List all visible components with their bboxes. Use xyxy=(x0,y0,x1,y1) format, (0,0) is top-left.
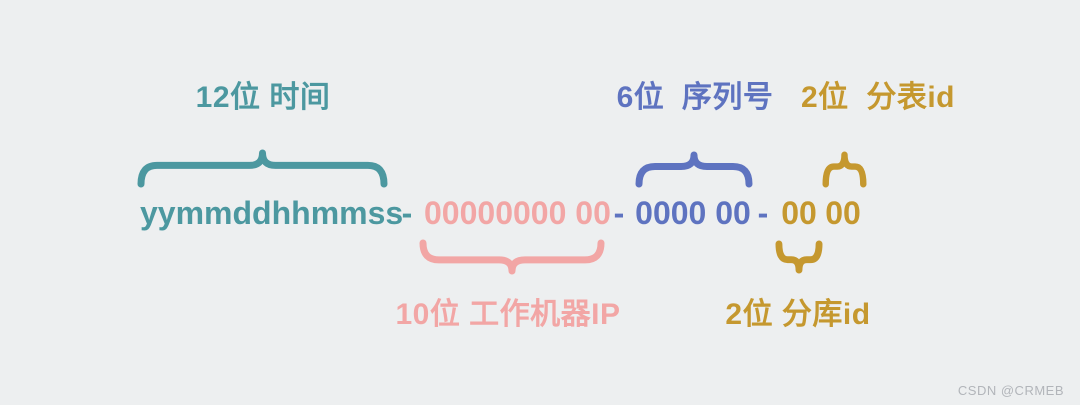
id-format-line: yymmddhhmmss - 00000000 00 - 0000 00 - 0… xyxy=(0,192,1080,234)
brace-table-id-segment xyxy=(822,151,867,188)
segment-db-id: 00 xyxy=(781,195,817,231)
segment-time: yymmddhhmmss xyxy=(140,195,404,231)
watermark: CSDN @CRMEB xyxy=(957,383,1064,398)
label-sequence-6-digits: 6位 序列号 xyxy=(616,81,774,114)
label-table-id-2-digits: 2位 分表id xyxy=(800,81,955,114)
brace-db-id-segment xyxy=(775,240,823,274)
brace-time-segment xyxy=(137,149,388,188)
segment-dash-1: - xyxy=(401,195,413,231)
segment-dash-3: - xyxy=(757,195,769,231)
segment-dash-2: - xyxy=(613,195,625,231)
label-time-12-digits: 12位 时间 xyxy=(195,81,331,114)
brace-worker-ip-segment xyxy=(419,239,605,275)
segment-worker-ip: 00000000 00 xyxy=(424,195,611,231)
label-db-id-2-digits: 2位 分库id xyxy=(725,298,871,331)
brace-sequence-segment xyxy=(635,151,753,188)
label-worker-ip-10-digits: 10位 工作机器IP xyxy=(395,298,621,331)
segment-table-id: 00 xyxy=(825,195,861,231)
segment-sequence: 0000 00 xyxy=(635,195,751,231)
